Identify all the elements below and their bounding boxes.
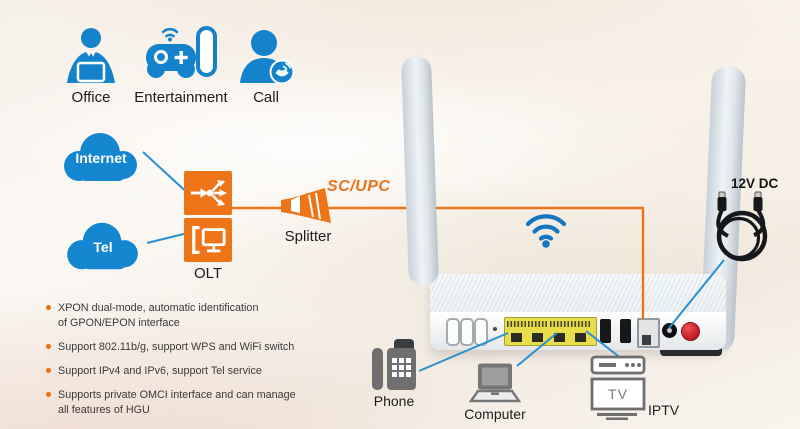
tel-cloud: Tel: [58, 214, 148, 276]
office-label: Office: [71, 89, 111, 106]
tv-screen-text: TV: [608, 386, 628, 402]
router-top-surface: [430, 274, 726, 314]
feature-text: XPON dual-mode, automatic identification: [58, 302, 259, 314]
button-slot-1: [446, 318, 460, 346]
bullet-icon: [46, 368, 51, 373]
olt-label: OLT: [193, 265, 223, 282]
feature-list: XPON dual-mode, automatic identification…: [46, 301, 308, 427]
reset-hole: [493, 327, 497, 331]
olt-node: OLT: [184, 171, 232, 282]
router-body: [430, 274, 726, 350]
cloud-icon: [64, 133, 137, 181]
feature-item: Support IPv4 and IPv6, support Tel servi…: [46, 364, 308, 379]
internet-cloud: Internet: [55, 124, 147, 188]
device-iptv: TV: [590, 355, 646, 421]
lan-port-block: [504, 317, 597, 346]
router-antenna-left: [400, 55, 440, 287]
feature-text: Support 802.11b/g, support WPS and WiFi …: [58, 341, 295, 353]
usb-slot-2: [620, 319, 631, 343]
internet-cloud-label: Internet: [75, 150, 127, 166]
bullet-icon: [46, 305, 51, 310]
feature-text: Support IPv4 and IPv6, support Tel servi…: [58, 365, 262, 377]
power-button: [681, 322, 700, 341]
power-adapter-label: 12V DC: [731, 176, 779, 191]
phone-label: Phone: [373, 393, 415, 409]
cloud-icon: [67, 222, 138, 270]
service-call: Call: [234, 28, 298, 106]
wifi-icon: [525, 214, 567, 248]
bullet-icon: [46, 344, 51, 349]
lan-port-4: [571, 321, 591, 342]
tel-cloud-label: Tel: [93, 239, 113, 255]
bullet-icon: [46, 392, 51, 397]
feature-item: XPON dual-mode, automatic identification…: [46, 301, 308, 331]
lan-port-2: [528, 321, 548, 342]
feature-item: Supports private OMCI interface and can …: [46, 388, 308, 418]
button-slot-2: [460, 318, 474, 346]
iptv-icon: [590, 355, 646, 420]
olt-routing-icon: [184, 171, 232, 215]
game-controller-icon: [146, 26, 217, 78]
lan-port-1: [506, 321, 526, 342]
usb-slot-1: [600, 319, 611, 343]
office-person-icon: [67, 28, 115, 83]
dc-power-jack: [662, 323, 677, 338]
service-entertainment: Entertainment: [132, 22, 230, 106]
device-phone: Phone: [366, 345, 422, 409]
device-computer: Computer: [455, 362, 535, 422]
entertainment-label: Entertainment: [134, 89, 228, 106]
button-slot-3: [474, 318, 488, 346]
call-person-icon: [240, 30, 295, 85]
call-label: Call: [253, 89, 279, 106]
computer-label: Computer: [464, 406, 526, 422]
service-office: Office: [56, 26, 126, 106]
feature-text: of GPON/EPON interface: [58, 317, 180, 329]
computer-icon: [468, 363, 522, 403]
fiber-connector-label: SC/UPC: [327, 178, 391, 195]
lan-port-3: [549, 321, 569, 342]
phone-icon: [372, 348, 416, 390]
olt-terminal-icon: [184, 218, 232, 262]
feature-item: Support 802.11b/g, support WPS and WiFi …: [46, 340, 308, 355]
pon-port: [637, 318, 660, 348]
iptv-label: IPTV: [648, 402, 680, 418]
splitter-label: Splitter: [284, 228, 332, 245]
feature-text: Supports private OMCI interface and can …: [58, 389, 296, 401]
feature-text: all features of HGU: [58, 404, 150, 416]
